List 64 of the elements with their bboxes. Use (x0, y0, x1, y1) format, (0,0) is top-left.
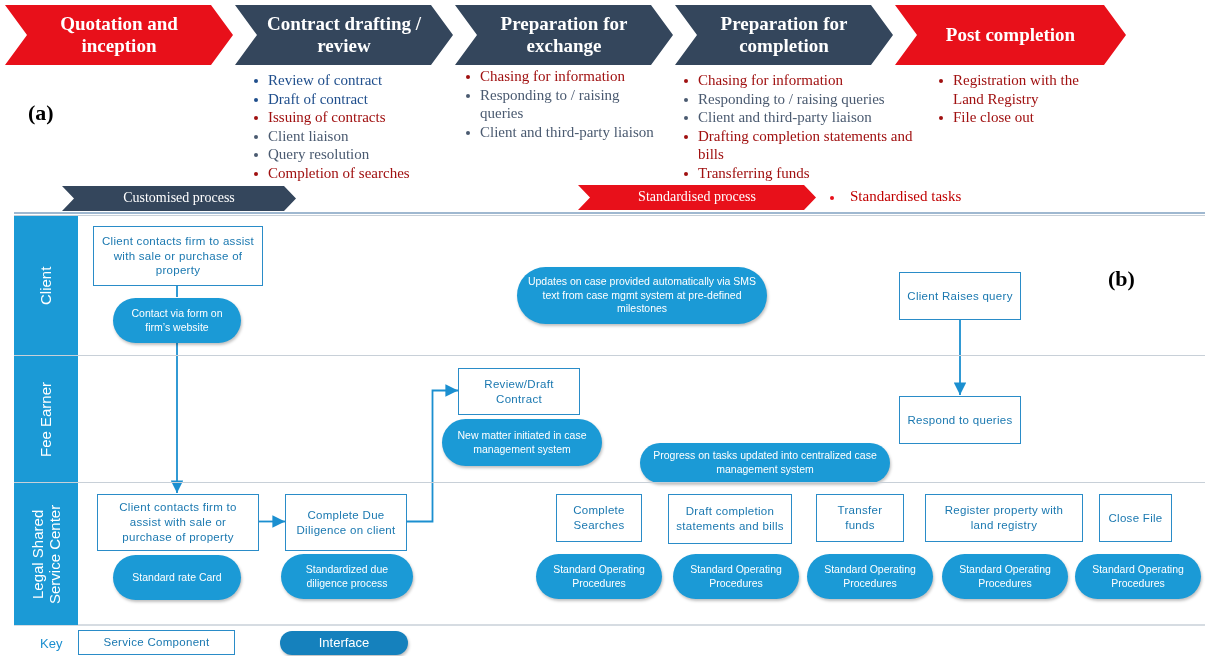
task-item: Drafting completion statements and bills (680, 126, 940, 164)
task-item: Responding to / raising queries (462, 85, 662, 123)
service-component-box: Register property with land registry (925, 494, 1083, 542)
interface-pill: Standard Operating Procedures (536, 554, 662, 599)
service-component-box: Client contacts firm to assist with sale or purchase of property (93, 226, 263, 286)
stage-title: Quotation and inception (59, 13, 179, 57)
task-item: Client liaison (250, 126, 460, 145)
task-item: Transferring funds (680, 163, 940, 182)
process-banner (578, 185, 816, 210)
service-component-box: Complete Searches (556, 494, 642, 542)
service-component-box: Close File (1099, 494, 1172, 542)
stage-title: Post completion (944, 24, 1077, 46)
arrow (258, 515, 286, 528)
task-item: Client and third-party liaison (462, 122, 662, 141)
interface-pill: Standardized due diligence process (281, 554, 413, 599)
stage-title: Preparation for completion (719, 13, 849, 57)
interface-pill: New matter initiated in case management system (442, 419, 602, 466)
stage-banner (675, 5, 893, 65)
lane-header: Legal Shared Service Center (14, 483, 78, 625)
service-component-box: Draft completion statements and bills (668, 494, 792, 544)
stage-title: Preparation for exchange (499, 13, 629, 57)
panel-label: (b) (1108, 266, 1135, 292)
stage-banner (895, 5, 1126, 65)
arrow (170, 341, 184, 494)
interface-pill: Standard Operating Procedures (807, 554, 933, 599)
interface-pill: Progress on tasks updated into centralized case management system (640, 443, 890, 483)
stage-title: Contract drafting / review (265, 13, 423, 57)
task-item: Review of contract (250, 71, 460, 90)
task-item: Issuing of contracts (250, 108, 460, 127)
lane-header: Fee Earner (14, 356, 78, 482)
task-item: Query resolution (250, 145, 460, 164)
process-label: Customised process (122, 190, 236, 207)
service-component-box: Complete Due Diligence on client (285, 494, 407, 551)
interface-pill: Standard Operating Procedures (673, 554, 799, 599)
connector-line (176, 284, 178, 298)
task-item: Draft of contract (250, 89, 460, 108)
swimlane (14, 215, 1205, 355)
legend-component-sample: Service Component (78, 630, 235, 655)
legend-text: Standardised tasks (850, 188, 962, 205)
service-component-box: Review/Draft Contract (458, 368, 580, 415)
service-component-box: Respond to queries (899, 396, 1021, 444)
interface-pill: Standard rate Card (113, 555, 241, 600)
process-banner (62, 186, 296, 211)
arrow (406, 384, 459, 523)
interface-pill: Standard Operating Procedures (1075, 554, 1201, 599)
stage-banner (455, 5, 673, 65)
legend-interface-sample: Interface (280, 631, 408, 655)
service-component-box: Client Raises query (899, 272, 1021, 320)
lane-header: Client (14, 216, 78, 355)
interface-pill: Updates on case provided automatically via SMS text from case mgmt system at pre-defined milestones (517, 267, 767, 324)
arrow (953, 318, 967, 396)
interface-pill: Standard Operating Procedures (942, 554, 1068, 599)
task-item: Completion of searches (250, 163, 460, 182)
service-component-box: Transfer funds (816, 494, 904, 542)
stage-banner (235, 5, 453, 65)
interface-pill: Contact via form on firm’s website (113, 298, 241, 343)
panel-label: (a) (28, 100, 54, 126)
swimlane (14, 482, 1205, 625)
swimlane (14, 355, 1205, 482)
service-component-box: Client contacts firm to assist with sale or purchase of property (97, 494, 259, 551)
stage-banner (5, 5, 233, 65)
key-label: Key (40, 636, 63, 651)
process-label: Standardised process (637, 189, 757, 206)
task-item: Chasing for information (462, 67, 662, 86)
